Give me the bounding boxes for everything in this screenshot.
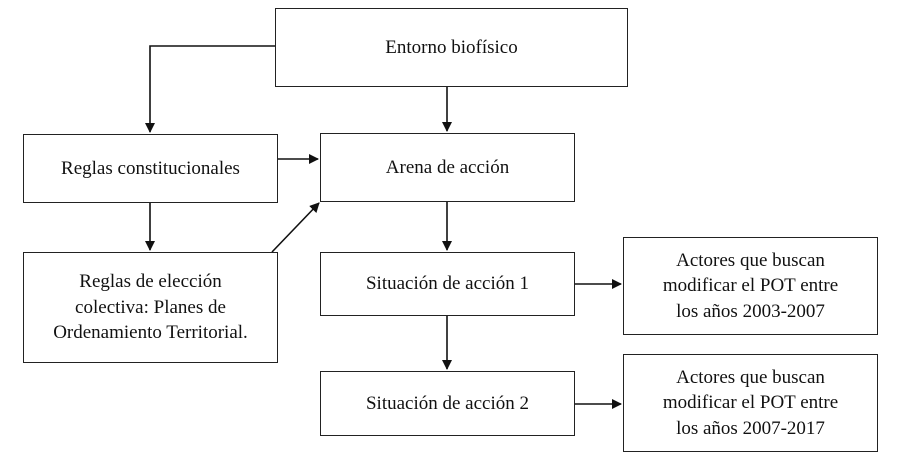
node-reglas-eleccion-colectiva: Reglas de elección colectiva: Planes de … (23, 252, 278, 363)
edge-reglas-eleccion-to-arena (271, 202, 320, 253)
node-actores-2003-2007: Actores que buscan modificar el POT entr… (623, 237, 878, 335)
node-reglas-constitucionales-label: Reglas constitucionales (61, 157, 240, 179)
edge-entorno-to-reglas-constitucionales (145, 45, 275, 133)
node-reglas-eleccion-colectiva-label: Reglas de elección colectiva: Planes de … (53, 271, 248, 344)
node-arena-de-accion-label: Arena de acción (385, 156, 510, 178)
node-entorno-biofisico: Entorno biofísico (275, 8, 628, 87)
node-situacion-accion-1-label: Situación de acción 1 (365, 273, 530, 295)
node-reglas-constitucionales: Reglas constitucionales (23, 134, 278, 203)
node-actores-2007-2017: Actores que buscan modificar el POT entr… (623, 354, 878, 452)
node-situacion-accion-1: Situación de acción 1 (320, 252, 575, 316)
node-arena-de-accion: Arena de acción (320, 133, 575, 202)
node-situacion-accion-2: Situación de acción 2 (320, 371, 575, 436)
node-entorno-biofisico-label: Entorno biofísico (385, 36, 518, 58)
node-actores-2003-2007-label: Actores que buscan modificar el POT entr… (662, 249, 839, 322)
node-situacion-accion-2-label: Situación de acción 2 (365, 392, 530, 414)
node-actores-2007-2017-label: Actores que buscan modificar el POT entr… (662, 366, 839, 439)
